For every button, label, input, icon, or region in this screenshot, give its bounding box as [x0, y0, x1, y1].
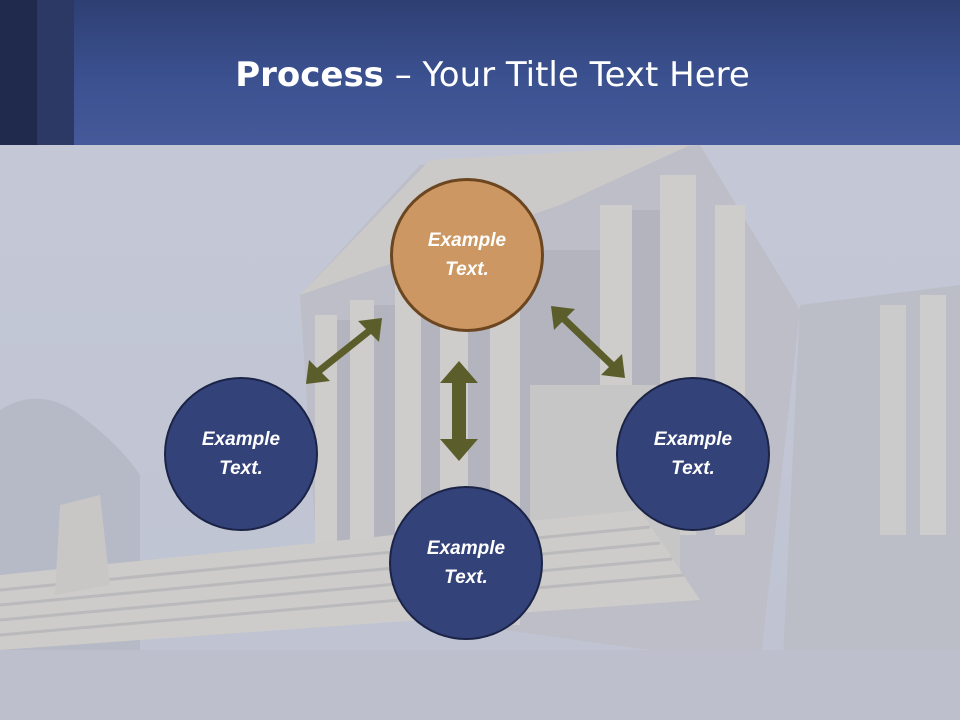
title-rest: – Your Title Text Here [383, 55, 750, 95]
corner-accent [0, 0, 37, 145]
double-arrow-top-left [306, 318, 382, 384]
process-node-left: Example Text. [164, 377, 318, 531]
slide-title: Process – Your Title Text Here [0, 52, 960, 98]
title-bar [0, 0, 960, 145]
process-node-top: Example Text. [390, 178, 544, 332]
node-label: Example Text. [653, 429, 733, 479]
process-node-right: Example Text. [616, 377, 770, 531]
double-arrow-vertical [440, 361, 478, 461]
corner-accent-inner [37, 0, 74, 145]
process-node-bottom: Example Text. [389, 486, 543, 640]
title-bold: Process [235, 55, 384, 95]
node-label: Example Text. [427, 230, 507, 280]
double-arrow-top-right [551, 306, 625, 378]
node-label: Example Text. [201, 429, 281, 479]
node-label: Example Text. [426, 538, 506, 588]
